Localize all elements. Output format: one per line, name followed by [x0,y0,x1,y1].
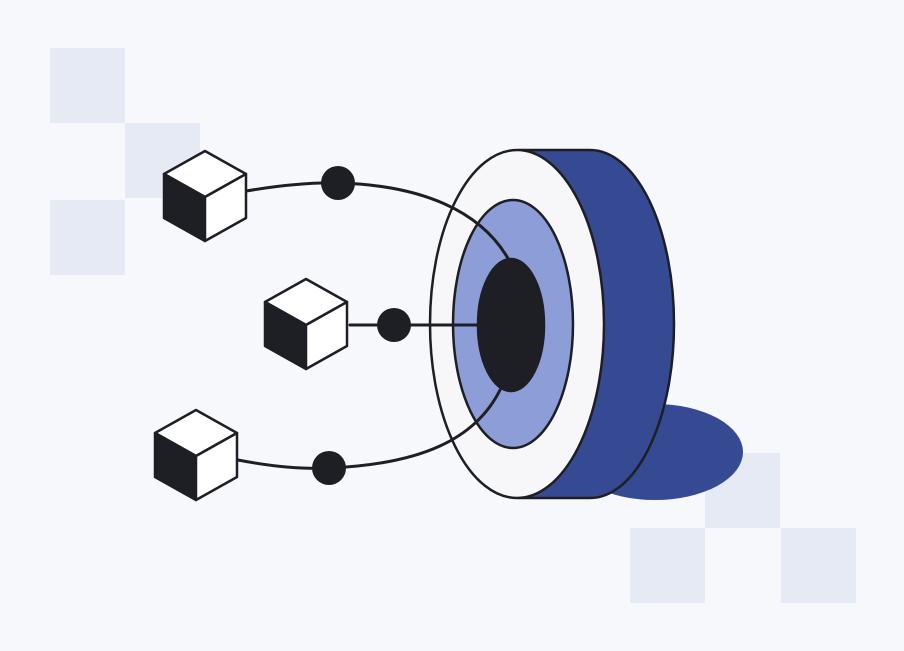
node-dot [377,308,411,342]
connector-nodes [312,166,411,485]
node-dot [321,166,355,200]
cube-icon [162,149,248,243]
checker-pattern-top-left [50,48,200,275]
connector-line-top [244,181,512,264]
checker-tile [50,200,125,275]
checker-tile [630,528,705,603]
node-dot [312,451,346,485]
checker-tile [50,48,125,123]
connectors [236,181,512,470]
target-reel-icon [428,148,676,500]
cube-icon [153,408,239,502]
checker-tile [781,528,856,603]
connector-line-bottom [236,388,502,470]
cube-icon [263,277,349,371]
